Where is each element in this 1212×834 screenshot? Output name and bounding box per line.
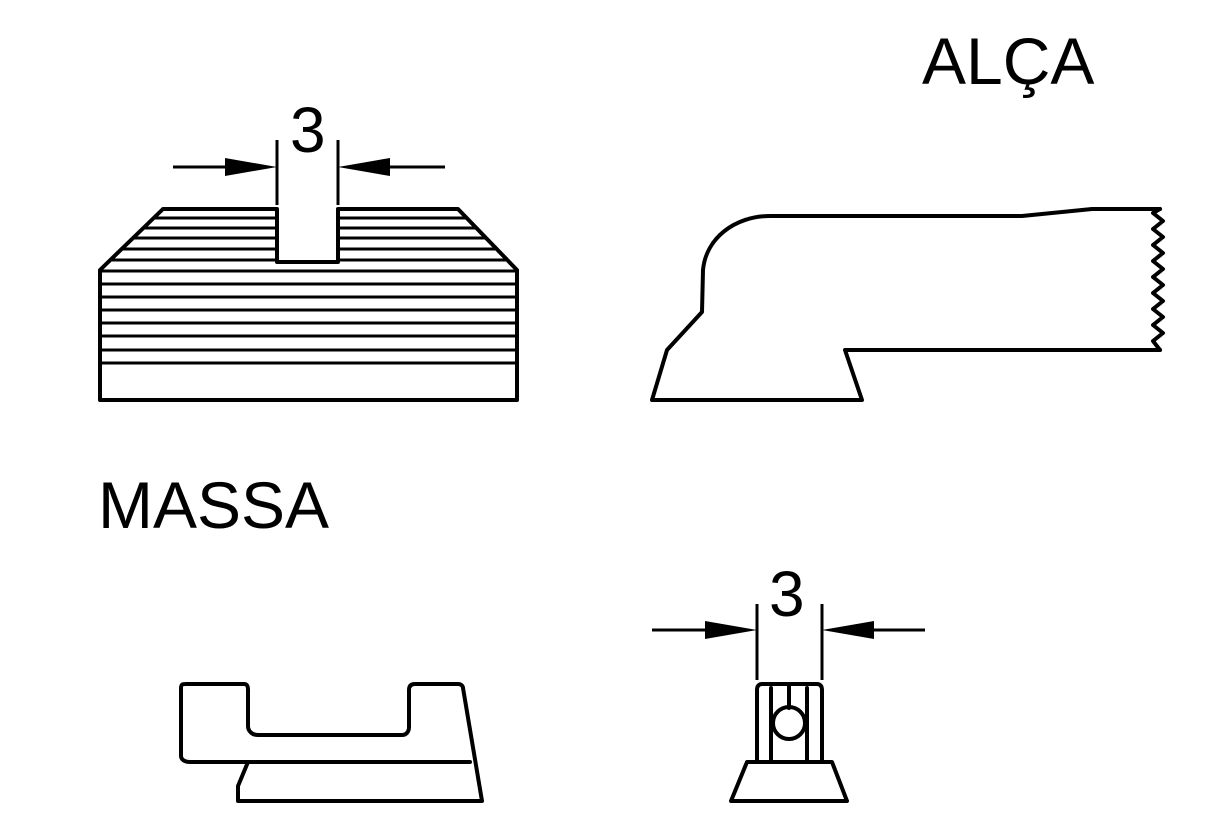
front-sight-front-view: 3 — [652, 558, 925, 803]
bottom-dimension-arrow-left — [705, 621, 757, 639]
bottom-dimension-arrow-right — [822, 621, 874, 639]
rear-sight-body-outline — [98, 207, 519, 402]
front-sight-side-view — [179, 682, 484, 803]
serration-lines — [100, 216, 517, 365]
front-sight-base-outline — [729, 760, 849, 803]
top-dimension-value: 3 — [290, 94, 326, 166]
dimension-arrow-right — [338, 158, 390, 176]
alca-label: ALÇA — [922, 24, 1094, 98]
front-sight-side-outline — [179, 682, 484, 803]
bottom-dimension-value: 3 — [769, 558, 805, 630]
rear-sight-side-outline — [650, 207, 1162, 402]
massa-label: MASSA — [98, 468, 329, 542]
rear-sight-side-view — [650, 207, 1165, 402]
front-sight-post-outline — [755, 682, 824, 764]
front-sight-dot — [771, 705, 807, 741]
serrated-edge — [1151, 207, 1165, 352]
dimension-arrow-left — [225, 158, 277, 176]
rear-sight-front-view: 3 — [98, 94, 519, 402]
